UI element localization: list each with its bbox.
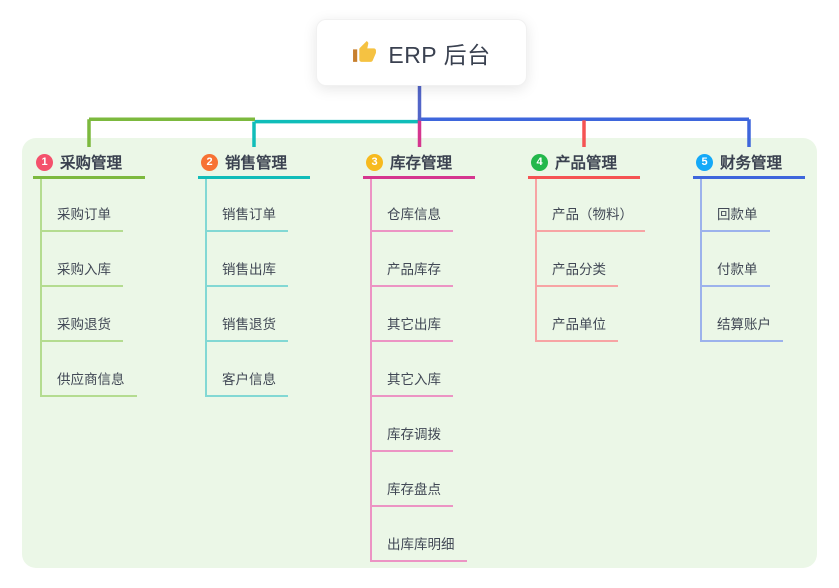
branches-panel [22,138,817,568]
branch-title-2[interactable]: 2 销售管理 [201,150,287,174]
branch-underline [363,175,475,179]
child-node[interactable]: 采购入库 [40,260,123,287]
branch-label: 采购管理 [60,155,123,172]
child-node[interactable]: 产品分类 [535,260,618,287]
branch-title-1[interactable]: 1 采购管理 [36,150,122,174]
branch-title-4[interactable]: 4 产品管理 [531,150,617,174]
branch-badge-2: 2 [201,153,218,171]
child-node[interactable]: 库存调拨 [370,425,453,452]
branch-trunk-line [700,179,702,340]
child-node[interactable]: 销售订单 [205,205,288,232]
thumbs-up-icon [353,41,377,62]
child-node[interactable]: 采购订单 [40,205,123,232]
branch-trunk-line [205,179,207,395]
branch-badge-3: 3 [366,153,383,171]
branch-title-3[interactable]: 3 库存管理 [366,150,452,174]
branch-label: 库存管理 [390,155,453,172]
branch-title-5[interactable]: 5 财务管理 [696,150,782,174]
branch-underline [198,175,310,179]
branch-trunk-line [370,179,372,560]
child-node[interactable]: 付款单 [700,260,770,287]
branch-trunk-line [535,179,537,340]
child-node[interactable]: 客户信息 [205,370,288,397]
branch-label: 产品管理 [555,155,618,172]
child-node[interactable]: 销售退货 [205,315,288,342]
child-node[interactable]: 采购退货 [40,315,123,342]
child-node[interactable]: 产品单位 [535,315,618,342]
child-node[interactable]: 结算账户 [700,315,783,342]
branch-label: 销售管理 [225,155,288,172]
root-node-label: ERP 后台 [388,41,491,68]
child-node[interactable]: 产品库存 [370,260,453,287]
branch-underline [528,175,640,179]
child-node[interactable]: 库存盘点 [370,480,453,507]
child-node[interactable]: 其它入库 [370,370,453,397]
branch-trunk-line [40,179,42,395]
branch-badge-1: 1 [36,153,53,171]
branch-underline [33,175,145,179]
child-node[interactable]: 产品（物料） [535,205,645,232]
root-node[interactable]: ERP 后台 [316,19,527,86]
child-node[interactable]: 出库库明细 [370,535,467,562]
child-node[interactable]: 供应商信息 [40,370,137,397]
branch-badge-5: 5 [696,153,713,171]
branch-badge-4: 4 [531,153,548,171]
branch-label: 财务管理 [720,155,783,172]
child-node[interactable]: 回款单 [700,205,770,232]
child-node[interactable]: 销售出库 [205,260,288,287]
child-node[interactable]: 其它出库 [370,315,453,342]
child-node[interactable]: 仓库信息 [370,205,453,232]
branch-underline [693,175,805,179]
